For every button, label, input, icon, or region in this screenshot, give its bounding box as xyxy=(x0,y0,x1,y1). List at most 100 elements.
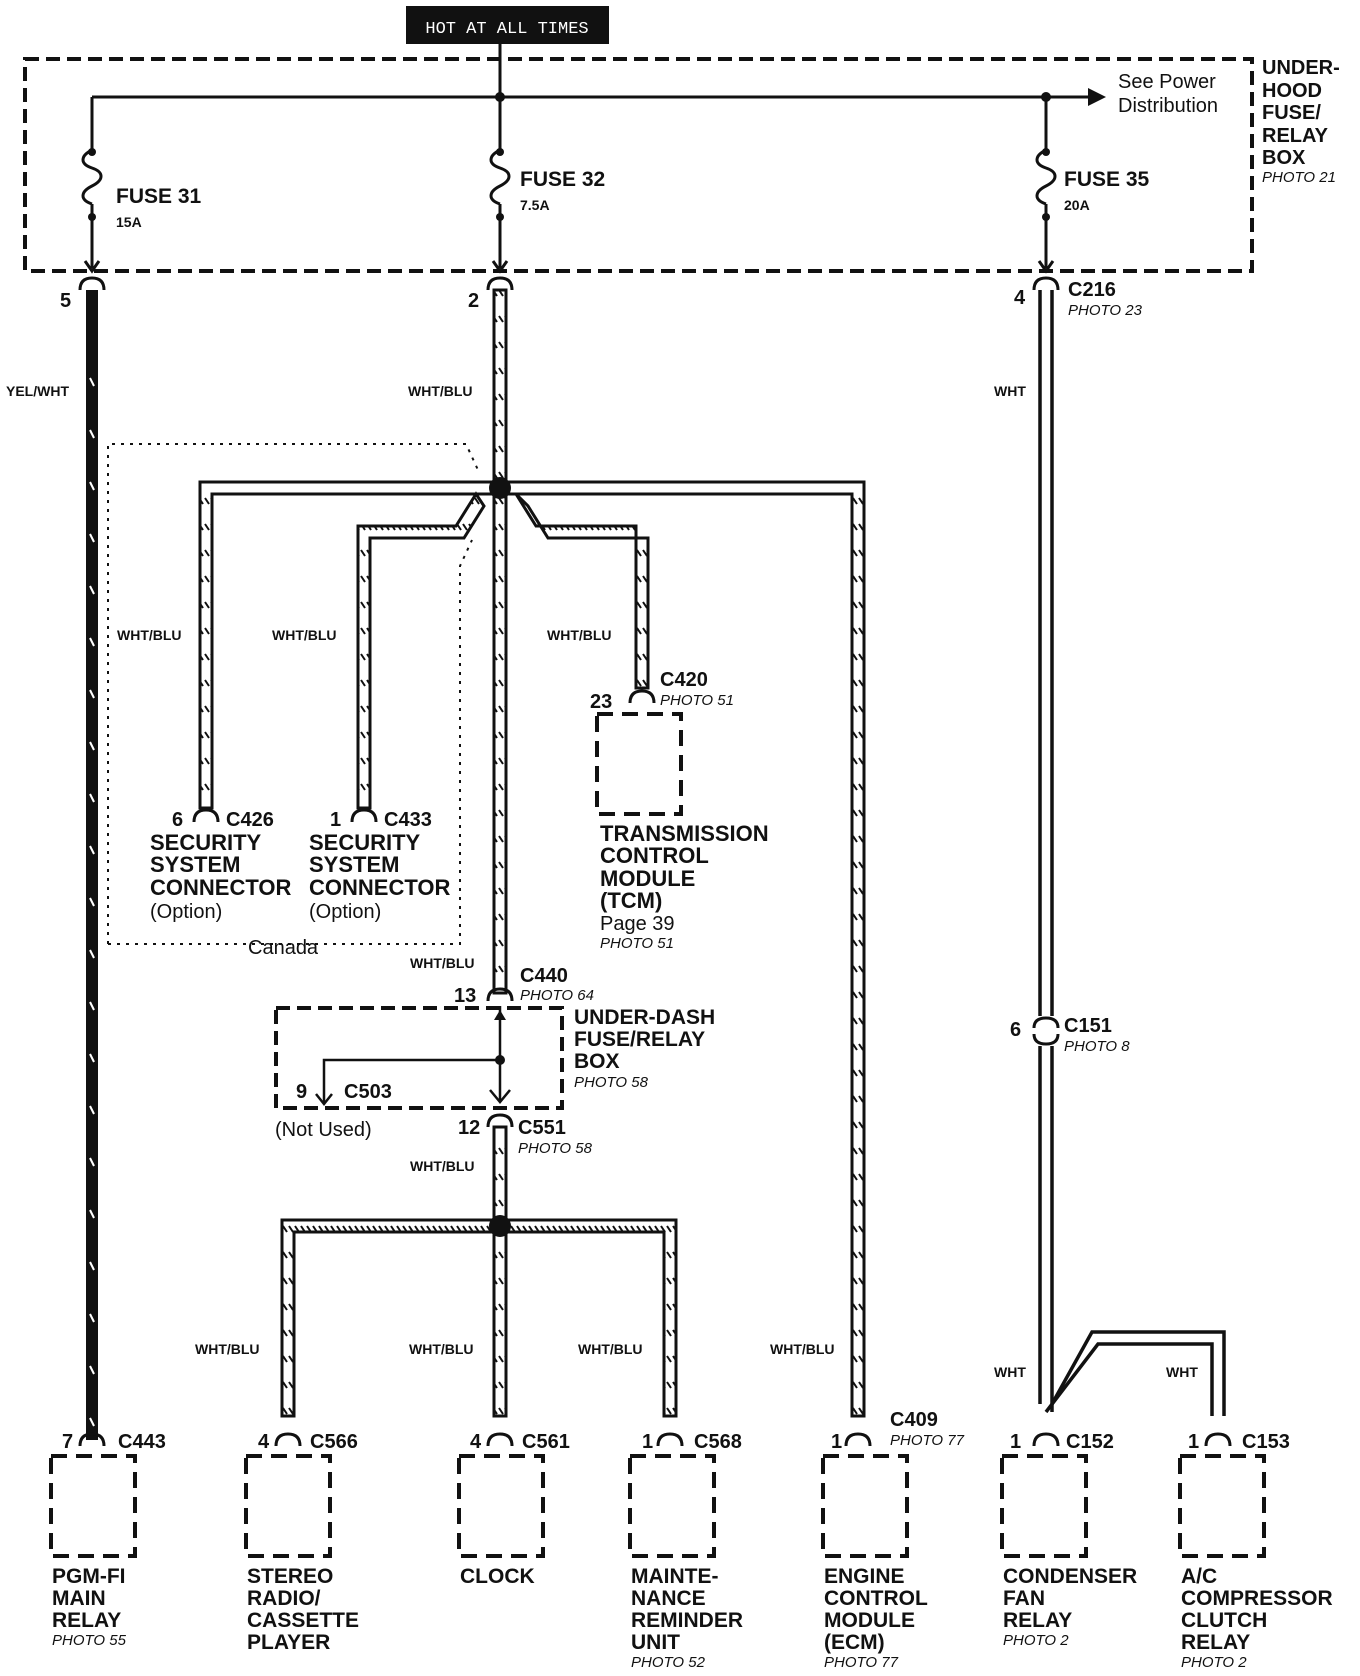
svg-text:Page 39: Page 39 xyxy=(600,913,675,935)
svg-text:WHT/BLU: WHT/BLU xyxy=(547,627,612,643)
svg-text:WHT/BLU: WHT/BLU xyxy=(578,1341,643,1357)
svg-text:UNIT: UNIT xyxy=(631,1631,680,1654)
svg-text:TRANSMISSION: TRANSMISSION xyxy=(600,821,769,846)
svg-text:6: 6 xyxy=(172,809,183,831)
svg-text:C153: C153 xyxy=(1242,1431,1290,1453)
svg-text:WHT/BLU: WHT/BLU xyxy=(272,627,337,643)
svg-text:PLAYER: PLAYER xyxy=(247,1631,330,1654)
svg-text:CONNECTOR: CONNECTOR xyxy=(150,875,291,900)
c426-connector: 6 C426 SECURITY SYSTEM CONNECTOR (Option… xyxy=(150,808,291,923)
svg-text:RELAY: RELAY xyxy=(1262,125,1329,147)
svg-text:CASSETTE: CASSETTE xyxy=(247,1609,359,1632)
hot-at-all-times-label: HOT AT ALL TIMES xyxy=(406,6,609,44)
svg-text:FAN: FAN xyxy=(1003,1587,1045,1610)
svg-text:HOOD: HOOD xyxy=(1262,80,1322,102)
svg-text:1: 1 xyxy=(642,1431,653,1453)
svg-text:See Power: See Power xyxy=(1118,71,1216,93)
svg-text:C503: C503 xyxy=(344,1081,392,1103)
svg-text:MODULE: MODULE xyxy=(824,1609,915,1632)
under-hood-fuse-relay-box-outline xyxy=(23,57,1254,273)
svg-text:FUSE 32: FUSE 32 xyxy=(520,168,605,191)
svg-text:23: 23 xyxy=(590,691,612,713)
svg-text:C568: C568 xyxy=(694,1431,742,1453)
svg-text:6: 6 xyxy=(1010,1019,1021,1041)
svg-text:PHOTO 8: PHOTO 8 xyxy=(1064,1038,1130,1055)
svg-text:WHT: WHT xyxy=(1166,1364,1198,1380)
wht-blu-wires xyxy=(198,288,866,1418)
svg-text:2: 2 xyxy=(468,290,479,312)
svg-text:(TCM): (TCM) xyxy=(600,888,662,913)
c433-connector: 1 C433 SECURITY SYSTEM CONNECTOR (Option… xyxy=(309,808,450,923)
svg-text:C151: C151 xyxy=(1064,1015,1112,1037)
svg-text:PHOTO 2: PHOTO 2 xyxy=(1181,1654,1247,1671)
component-stereo-radio: 4 C566 STEREO RADIO/ CASSETTE PLAYER xyxy=(244,1431,359,1654)
svg-text:A/C: A/C xyxy=(1181,1565,1217,1588)
svg-text:SYSTEM: SYSTEM xyxy=(150,852,240,877)
svg-text:PHOTO 52: PHOTO 52 xyxy=(631,1654,706,1671)
svg-text:BOX: BOX xyxy=(574,1050,620,1073)
svg-text:WHT/BLU: WHT/BLU xyxy=(770,1341,835,1357)
svg-text:PHOTO 51: PHOTO 51 xyxy=(660,692,734,709)
svg-text:PGM-FI: PGM-FI xyxy=(52,1565,126,1588)
fuse-32: FUSE 32 7.5A xyxy=(489,148,605,268)
svg-text:Canada: Canada xyxy=(248,937,319,959)
svg-text:CLUTCH: CLUTCH xyxy=(1181,1609,1267,1632)
svg-text:WHT/BLU: WHT/BLU xyxy=(409,1341,474,1357)
svg-text:FUSE 35: FUSE 35 xyxy=(1064,168,1150,191)
under-dash-fuse-relay-box: 13 C440 PHOTO 64 9 C503 (Not Used) UNDER… xyxy=(274,965,715,1157)
svg-text:C566: C566 xyxy=(310,1431,358,1453)
svg-text:PHOTO 58: PHOTO 58 xyxy=(518,1140,593,1157)
svg-text:C152: C152 xyxy=(1066,1431,1114,1453)
svg-text:(Not Used): (Not Used) xyxy=(275,1119,372,1141)
svg-text:CLOCK: CLOCK xyxy=(460,1565,535,1588)
svg-text:PHOTO 77: PHOTO 77 xyxy=(890,1432,965,1449)
under-hood-box-title: UNDER- HOOD FUSE/ RELAY BOX PHOTO 21 xyxy=(1262,57,1340,186)
svg-text:20A: 20A xyxy=(1064,197,1090,213)
svg-text:RELAY: RELAY xyxy=(52,1609,121,1632)
svg-text:(ECM): (ECM) xyxy=(824,1631,885,1654)
svg-text:7: 7 xyxy=(62,1431,73,1453)
svg-text:RADIO/: RADIO/ xyxy=(247,1587,321,1610)
svg-text:7.5A: 7.5A xyxy=(520,197,550,213)
svg-text:PHOTO 55: PHOTO 55 xyxy=(52,1632,127,1649)
svg-text:STEREO: STEREO xyxy=(247,1565,333,1588)
svg-text:SYSTEM: SYSTEM xyxy=(309,852,399,877)
component-ac-compressor-clutch-relay: 1 C153 A/C COMPRESSOR CLUTCH RELAY PHOTO… xyxy=(1178,1431,1333,1671)
svg-text:WHT/BLU: WHT/BLU xyxy=(410,1158,475,1174)
component-condenser-fan-relay: 1 C152 CONDENSER FAN RELAY PHOTO 2 xyxy=(1000,1431,1137,1649)
svg-text:MODULE: MODULE xyxy=(600,866,695,891)
svg-text:RELAY: RELAY xyxy=(1003,1609,1072,1632)
svg-text:RELAY: RELAY xyxy=(1181,1631,1250,1654)
svg-text:PHOTO 77: PHOTO 77 xyxy=(824,1654,899,1671)
svg-text:(Option): (Option) xyxy=(309,901,381,923)
svg-text:WHT: WHT xyxy=(994,383,1026,399)
svg-text:C561: C561 xyxy=(522,1431,570,1453)
svg-text:C420: C420 xyxy=(660,669,708,691)
svg-text:C409: C409 xyxy=(890,1409,938,1431)
svg-text:YEL/WHT: YEL/WHT xyxy=(6,383,69,399)
box-output-terminals: 5 2 4 C216 PHOTO 23 xyxy=(60,260,1143,319)
svg-text:MAIN: MAIN xyxy=(52,1587,106,1610)
svg-text:REMINDER: REMINDER xyxy=(631,1609,743,1632)
svg-text:4: 4 xyxy=(470,1431,482,1453)
svg-text:SECURITY: SECURITY xyxy=(150,830,262,855)
wire-color-labels: WHT/BLU WHT/BLU WHT/BLU WHT/BLU WHT/BLU … xyxy=(117,383,1198,1380)
svg-text:C433: C433 xyxy=(384,809,432,831)
power-bus xyxy=(90,44,1106,150)
fuse-31: FUSE 31 15A xyxy=(81,148,202,268)
svg-text:ENGINE: ENGINE xyxy=(824,1565,905,1588)
splice-points xyxy=(489,477,511,1237)
svg-text:9: 9 xyxy=(296,1081,307,1103)
svg-text:1: 1 xyxy=(1010,1431,1021,1453)
svg-text:15A: 15A xyxy=(116,214,142,230)
svg-text:PHOTO 58: PHOTO 58 xyxy=(574,1074,649,1091)
svg-text:UNDER-DASH: UNDER-DASH xyxy=(574,1006,715,1029)
svg-text:WHT: WHT xyxy=(994,1364,1026,1380)
svg-text:PHOTO 23: PHOTO 23 xyxy=(1068,302,1143,319)
svg-text:C216: C216 xyxy=(1068,279,1116,301)
svg-text:WHT/BLU: WHT/BLU xyxy=(410,955,475,971)
svg-text:CONTROL: CONTROL xyxy=(824,1587,928,1610)
svg-text:Distribution: Distribution xyxy=(1118,95,1218,117)
c409-label: C409 PHOTO 77 xyxy=(890,1409,965,1449)
svg-text:FUSE/RELAY: FUSE/RELAY xyxy=(574,1028,705,1051)
